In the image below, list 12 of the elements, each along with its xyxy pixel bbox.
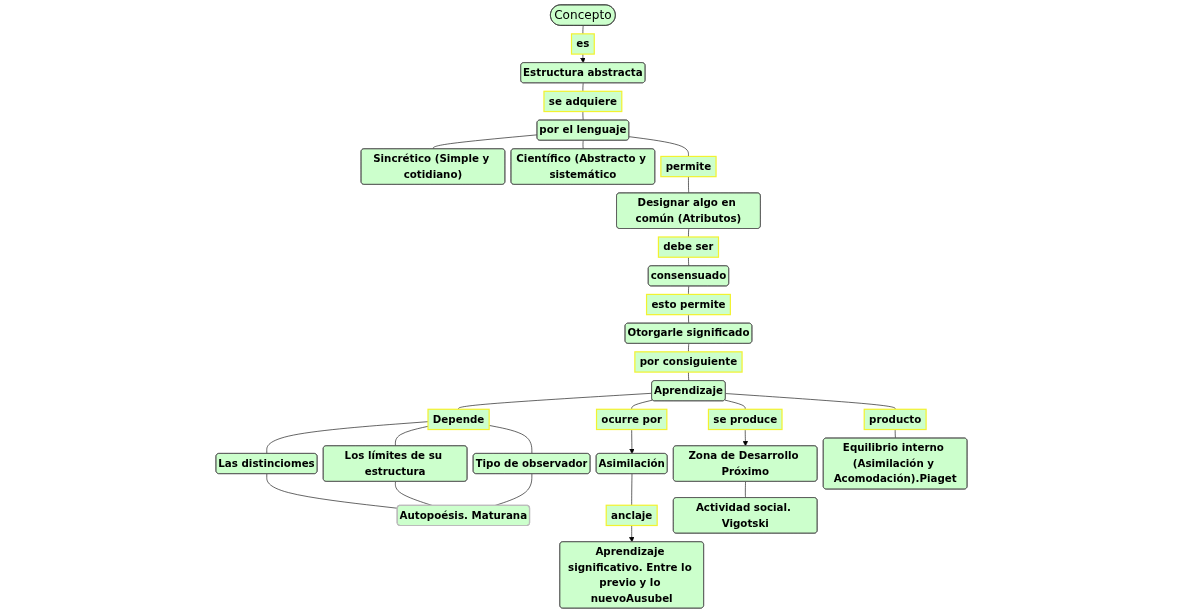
node-box: se adquiere: [543, 90, 623, 113]
node-box: permite: [660, 155, 717, 178]
node-box: es: [570, 33, 595, 55]
node-box: por consiguiente: [634, 351, 743, 373]
node-box: esto permite: [645, 293, 731, 316]
node-box: se produce: [707, 408, 783, 431]
connector: [582, 25, 584, 35]
node-box: debe ser: [657, 236, 720, 258]
node-box: ocurre por: [595, 408, 668, 431]
node-box: producto: [863, 408, 927, 431]
node-box: Depende: [427, 408, 490, 431]
node-box: anclaje: [605, 504, 658, 527]
